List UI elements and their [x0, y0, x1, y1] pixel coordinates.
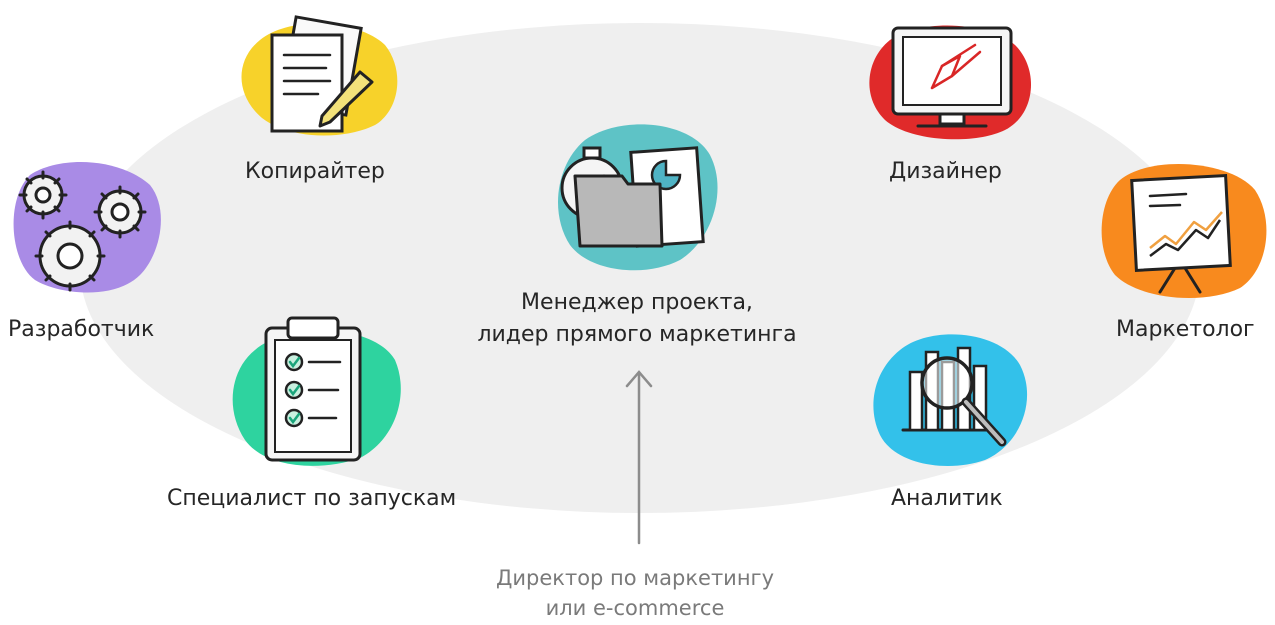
role-label-project-manager: Менеджер проекта, лидер прямого маркетин… — [437, 287, 837, 351]
role-label-copywriter: Копирайтер — [245, 159, 385, 184]
documents-pen-icon — [241, 15, 398, 136]
role-label-analyst: Аналитик — [891, 486, 1003, 511]
director-label: Директор по маркетингу или e-commerce — [435, 563, 835, 623]
role-label-developer: Разработчик — [8, 317, 155, 342]
project-manager-line2: лидер прямого маркетинга — [477, 322, 797, 347]
presentation-growth-chart-icon — [1101, 163, 1267, 298]
clipboard-checklist-icon — [232, 316, 401, 466]
role-label-launch-specialist: Специалист по запускам — [167, 486, 457, 511]
role-label-marketer: Маркетолог — [1116, 317, 1255, 342]
up-arrow-icon — [625, 370, 653, 545]
project-manager-line1: Менеджер проекта, — [521, 290, 753, 315]
magnifier-bar-chart-icon — [873, 334, 1028, 467]
director-line1: Директор по маркетингу — [495, 566, 775, 590]
monitor-pen-icon — [869, 25, 1032, 140]
gears-icon — [13, 162, 161, 293]
director-line2: или e-commerce — [545, 596, 725, 620]
stopwatch-folder-chart-icon — [558, 124, 718, 271]
role-label-designer: Дизайнер — [889, 159, 1002, 184]
